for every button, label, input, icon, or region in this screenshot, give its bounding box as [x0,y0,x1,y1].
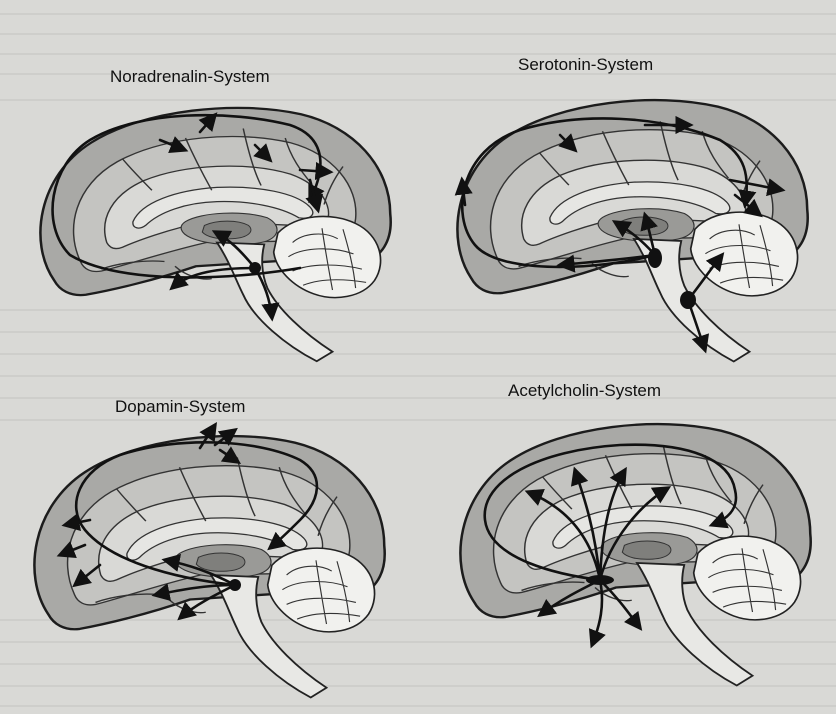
panel-dopamin: Dopamin-System [34,397,384,698]
substantia-nigra [229,579,241,591]
panel-label-acetylcholin: Acetylcholin-System [508,381,661,400]
raphe-nucleus-upper [648,248,662,268]
brain-diagram [40,108,390,361]
panel-label-serotonin: Serotonin-System [518,55,653,74]
brain-diagram [34,436,384,697]
panel-noradrenalin: Noradrenalin-System [40,67,390,361]
panel-label-dopamin: Dopamin-System [115,397,245,416]
panel-serotonin: Serotonin-System [457,55,807,362]
brain-diagram [457,100,807,361]
panel-acetylcholin: Acetylcholin-System [460,381,810,686]
raphe-nucleus-lower [680,291,696,309]
locus-coeruleus [249,262,261,274]
panel-label-noradrenalin: Noradrenalin-System [110,67,270,86]
basal-forebrain-nucleus [586,575,614,585]
